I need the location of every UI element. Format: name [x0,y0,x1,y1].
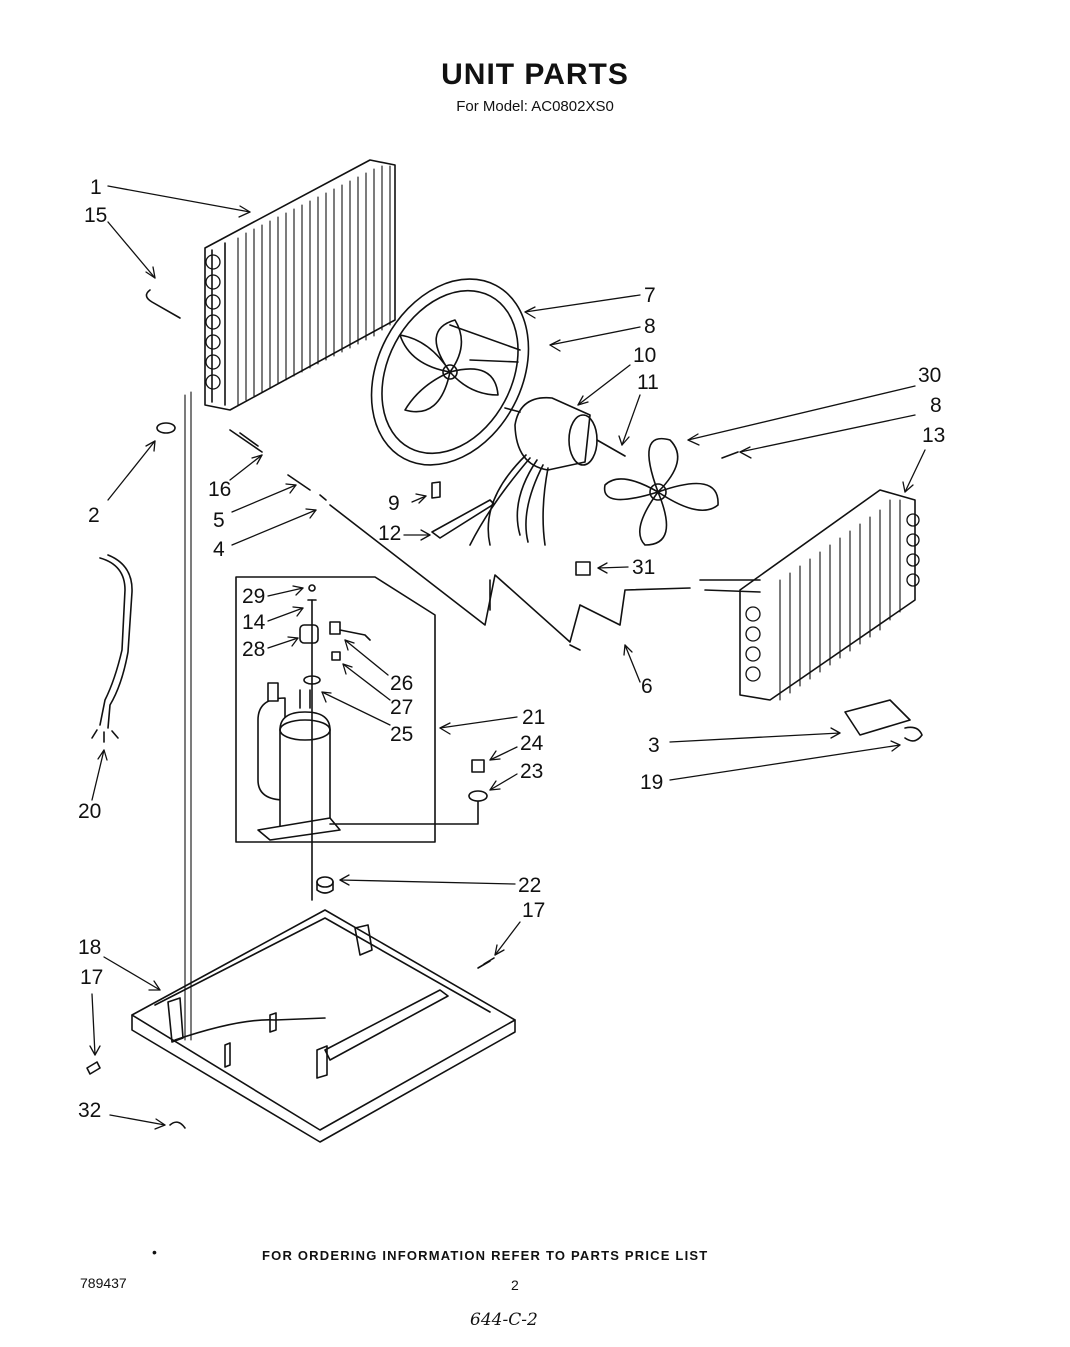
base-pan-illustration [86,391,516,1143]
callout-labels: 1 15 2 16 5 4 7 8 10 11 30 8 13 9 12 31 … [78,176,945,1122]
callout-17b: 17 [80,966,103,989]
document-number: 789437 [80,1275,127,1291]
leader-lines [89,185,926,1130]
page-number: 2 [511,1277,519,1293]
callout-10: 10 [633,344,656,367]
callout-17: 17 [522,899,545,922]
fan-motor-illustration [431,396,626,546]
callout-21: 21 [522,706,545,729]
callout-22: 22 [518,874,541,897]
callout-20: 20 [78,800,101,823]
callout-23: 23 [520,760,543,783]
callout-8: 8 [644,315,656,338]
callout-16: 16 [208,478,231,501]
callout-27: 27 [390,696,413,719]
callout-11: 11 [637,371,659,394]
callout-7: 7 [644,284,656,307]
callout-4: 4 [213,538,225,561]
compressor-group-illustration [235,576,488,901]
callout-9: 9 [388,492,400,515]
model-subtitle: For Model: AC0802XS0 [456,98,614,115]
callout-25: 25 [390,723,413,746]
callout-14: 14 [242,611,266,634]
page-title: UNIT PARTS [441,58,629,91]
callout-13: 13 [922,424,945,447]
callout-19: 19 [640,771,663,794]
callout-31: 31 [632,556,655,579]
callout-24: 24 [520,732,544,755]
callout-18: 18 [78,936,101,959]
callout-2: 2 [88,504,100,527]
evaporator-coil-illustration [699,489,923,742]
condenser-coil-illustration [145,159,396,501]
footer-bullet: • [152,1244,157,1260]
tubing-illustration [329,504,691,651]
callout-15: 15 [84,204,107,227]
callout-1: 1 [90,176,102,199]
callout-32: 32 [78,1099,101,1122]
fan-blade-illustration [603,437,739,546]
callout-3: 3 [648,734,660,757]
part-31-illustration [575,561,591,576]
callout-8b: 8 [930,394,942,417]
callout-12: 12 [378,522,401,545]
callout-5: 5 [213,509,225,532]
callout-30: 30 [918,364,941,387]
wire-harness-illustration [91,554,133,743]
callout-6: 6 [641,675,653,698]
callout-26: 26 [390,672,413,695]
callout-29: 29 [242,585,265,608]
callout-28: 28 [242,638,265,661]
fan-shroud-illustration [370,278,530,499]
handwritten-code: 644-C-2 [470,1310,538,1330]
ordering-note: FOR ORDERING INFORMATION REFER TO PARTS … [262,1248,709,1263]
